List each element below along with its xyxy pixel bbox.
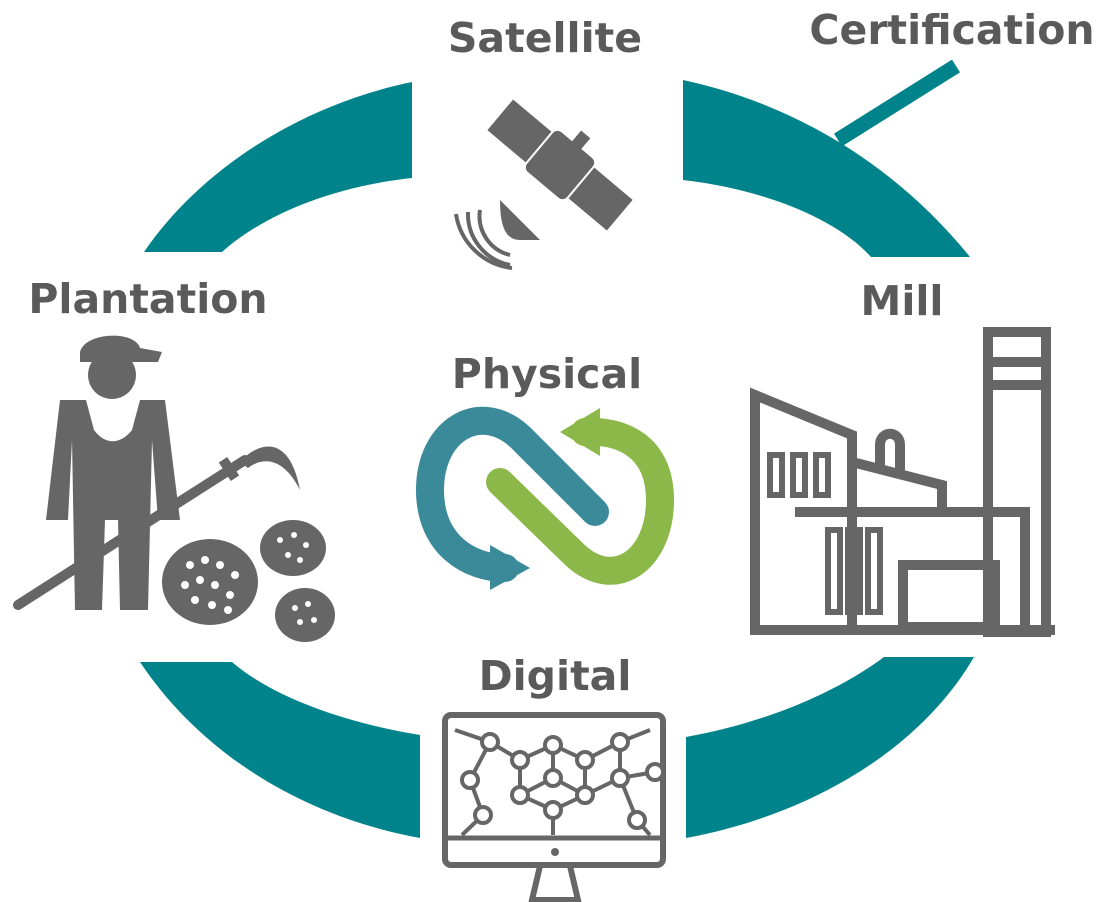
ring-segment-top-right bbox=[683, 80, 970, 257]
factory-icon bbox=[750, 327, 1055, 637]
label-plantation: Plantation bbox=[28, 275, 267, 323]
farmer-icon bbox=[13, 335, 300, 610]
fruit-bunch-icon bbox=[162, 520, 335, 642]
computer-network-icon bbox=[442, 712, 666, 902]
label-certification: Certification bbox=[809, 6, 1094, 54]
ring-segment-bottom-left bbox=[140, 662, 420, 838]
certification-pointer bbox=[834, 59, 960, 147]
label-satellite: Satellite bbox=[448, 14, 642, 62]
ring bbox=[140, 80, 974, 838]
satellite-icon bbox=[454, 99, 633, 270]
label-mill: Mill bbox=[861, 277, 944, 325]
cycle-icon bbox=[415, 406, 675, 590]
label-physical: Physical bbox=[452, 350, 642, 398]
ring-segment-top-left bbox=[144, 82, 412, 252]
label-digital: Digital bbox=[479, 652, 632, 700]
ring-segment-bottom-right bbox=[686, 657, 974, 838]
